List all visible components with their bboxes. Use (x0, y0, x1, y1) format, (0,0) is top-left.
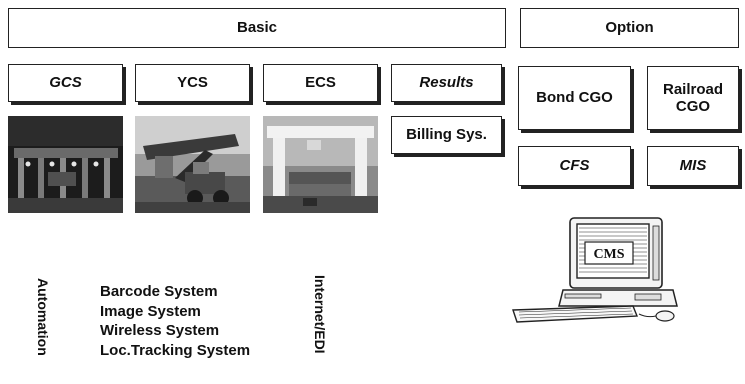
billing-system-box: Billing Sys. (391, 116, 502, 154)
cfs-box: CFS (518, 146, 631, 186)
system-list: Barcode System Image System Wireless Sys… (100, 282, 250, 360)
ecs-box: ECS (263, 64, 378, 102)
basic-header: Basic (8, 8, 506, 48)
system-item: Loc.Tracking System (100, 341, 251, 359)
railroad-cgo-box: Railroad CGO (647, 66, 739, 130)
system-item: Image System (100, 302, 201, 320)
internet-edi-label: Internet/EDI (312, 275, 328, 354)
mis-box: MIS (647, 146, 739, 186)
bond-cgo-box: Bond CGO (518, 66, 631, 130)
system-item: Barcode System (100, 283, 218, 300)
gantry-crane-photo (263, 116, 378, 213)
desktop-computer-icon: CMS (505, 212, 690, 332)
system-item: Wireless System (100, 322, 220, 339)
ycs-box: YCS (135, 64, 250, 102)
cms-screen-label: CMS (593, 247, 624, 262)
gcs-box: GCS (8, 64, 123, 102)
automation-label: Automation (35, 278, 51, 356)
option-header: Option (520, 8, 739, 48)
results-box: Results (391, 64, 502, 102)
gate-photo (8, 116, 123, 213)
reach-stacker-photo (135, 116, 250, 213)
